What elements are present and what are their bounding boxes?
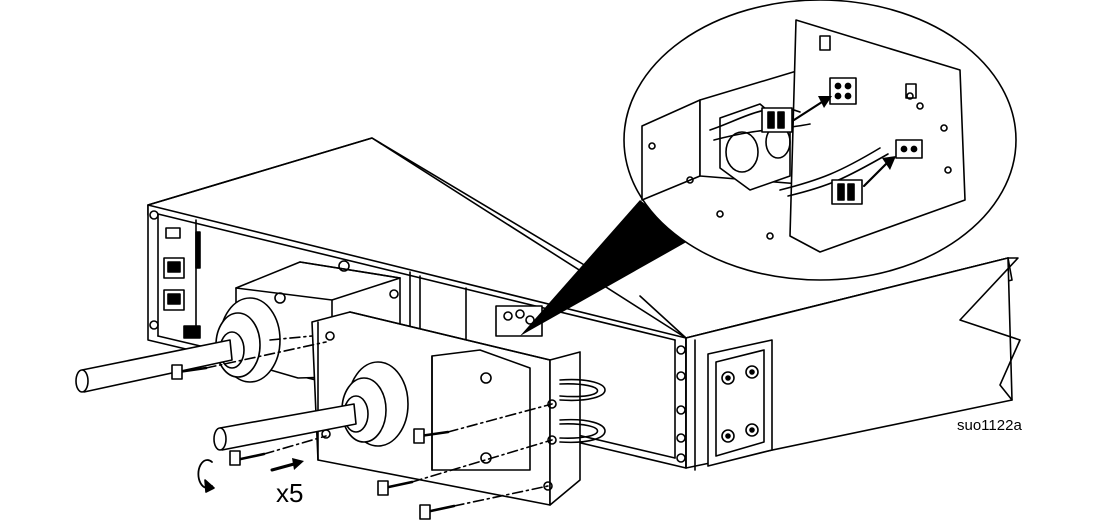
mounting-screws [171, 341, 553, 520]
screw [229, 435, 327, 466]
figure-code-label: suo1122a [957, 417, 1022, 434]
screw [413, 403, 553, 444]
receptacle-2 [895, 139, 923, 159]
usb-port [165, 227, 181, 239]
cable-installed [81, 339, 233, 393]
side-handle [707, 339, 773, 467]
screw-count-label: x5 [276, 478, 304, 508]
plug-connector-1 [761, 107, 793, 133]
insert-arrow [270, 458, 304, 472]
callout-pointer [520, 200, 690, 336]
new-terminal-box [213, 305, 606, 506]
ethernet-port-2 [163, 289, 185, 311]
screw [377, 439, 553, 496]
screw [171, 341, 327, 380]
dip-switch-block [183, 325, 201, 339]
plug-connector-2 [831, 179, 863, 205]
rear-panel-ports [163, 227, 201, 339]
ethernet-port-1 [163, 257, 185, 279]
receptacle-1 [829, 77, 857, 105]
connector-detail-callout [520, 0, 1017, 336]
screw [419, 485, 549, 520]
